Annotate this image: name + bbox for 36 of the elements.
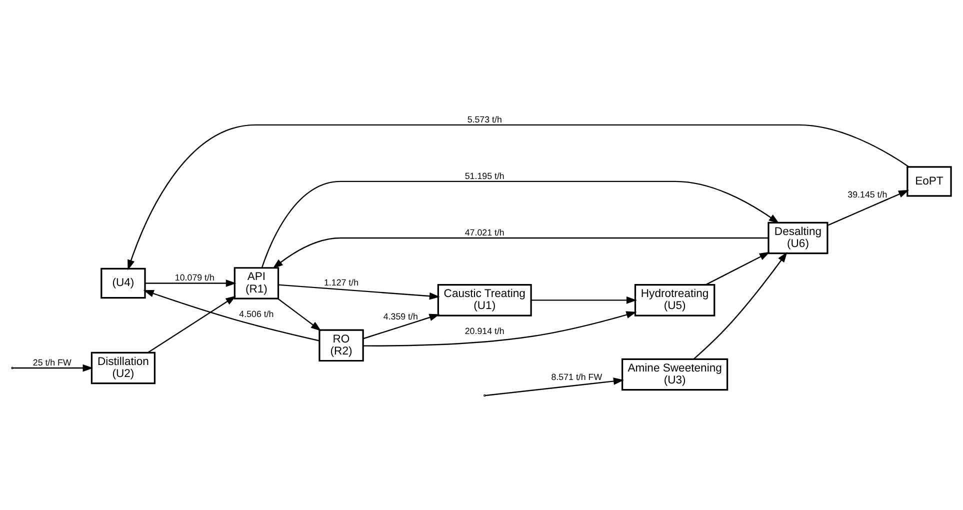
node-box: Amine Sweetening (U3)	[622, 358, 728, 390]
arrow	[278, 284, 440, 300]
node-box: EoPT	[906, 166, 952, 196]
edge-label: 20.914 t/h	[464, 325, 504, 336]
edge-label: 4.359 t/h	[383, 310, 418, 321]
edge-label: 25 t/h FW	[32, 356, 72, 367]
edge-label: 39.145 t/h	[848, 188, 888, 199]
arrow	[705, 251, 770, 285]
arrow	[277, 298, 322, 331]
node-box: Distillation (U2)	[90, 351, 156, 384]
node-box: Desalting (U6)	[768, 221, 828, 254]
edge-label: 5.573 t/h	[467, 114, 502, 124]
arrow	[693, 251, 788, 359]
node-box: Hydrotreating (U5)	[634, 284, 716, 316]
arrow	[827, 189, 910, 226]
node-box: API (R1)	[234, 266, 280, 299]
edge-label: 8.571 t/h FW	[551, 371, 602, 382]
node-box: RO (R2)	[318, 328, 364, 362]
edge-label: 10.079 t/h	[174, 272, 214, 282]
arrow	[148, 295, 236, 353]
arrow	[261, 180, 780, 268]
arrow	[531, 296, 637, 304]
arrow	[363, 310, 637, 346]
arrow	[143, 290, 320, 341]
edge-label: 1.127 t/h	[324, 276, 359, 287]
arrow	[145, 279, 236, 286]
edge-label: 51.195 t/h	[464, 170, 504, 180]
arrow	[272, 236, 768, 268]
edge-label: 4.506 t/h	[239, 308, 274, 318]
node-box: Caustic Treating (U1)	[437, 284, 532, 316]
node-box: (U4)	[100, 267, 146, 298]
edge-label: 47.021 t/h	[464, 226, 504, 237]
arrow	[363, 313, 440, 339]
arrow	[485, 377, 624, 396]
arrow	[128, 124, 910, 270]
arrow	[12, 364, 94, 372]
